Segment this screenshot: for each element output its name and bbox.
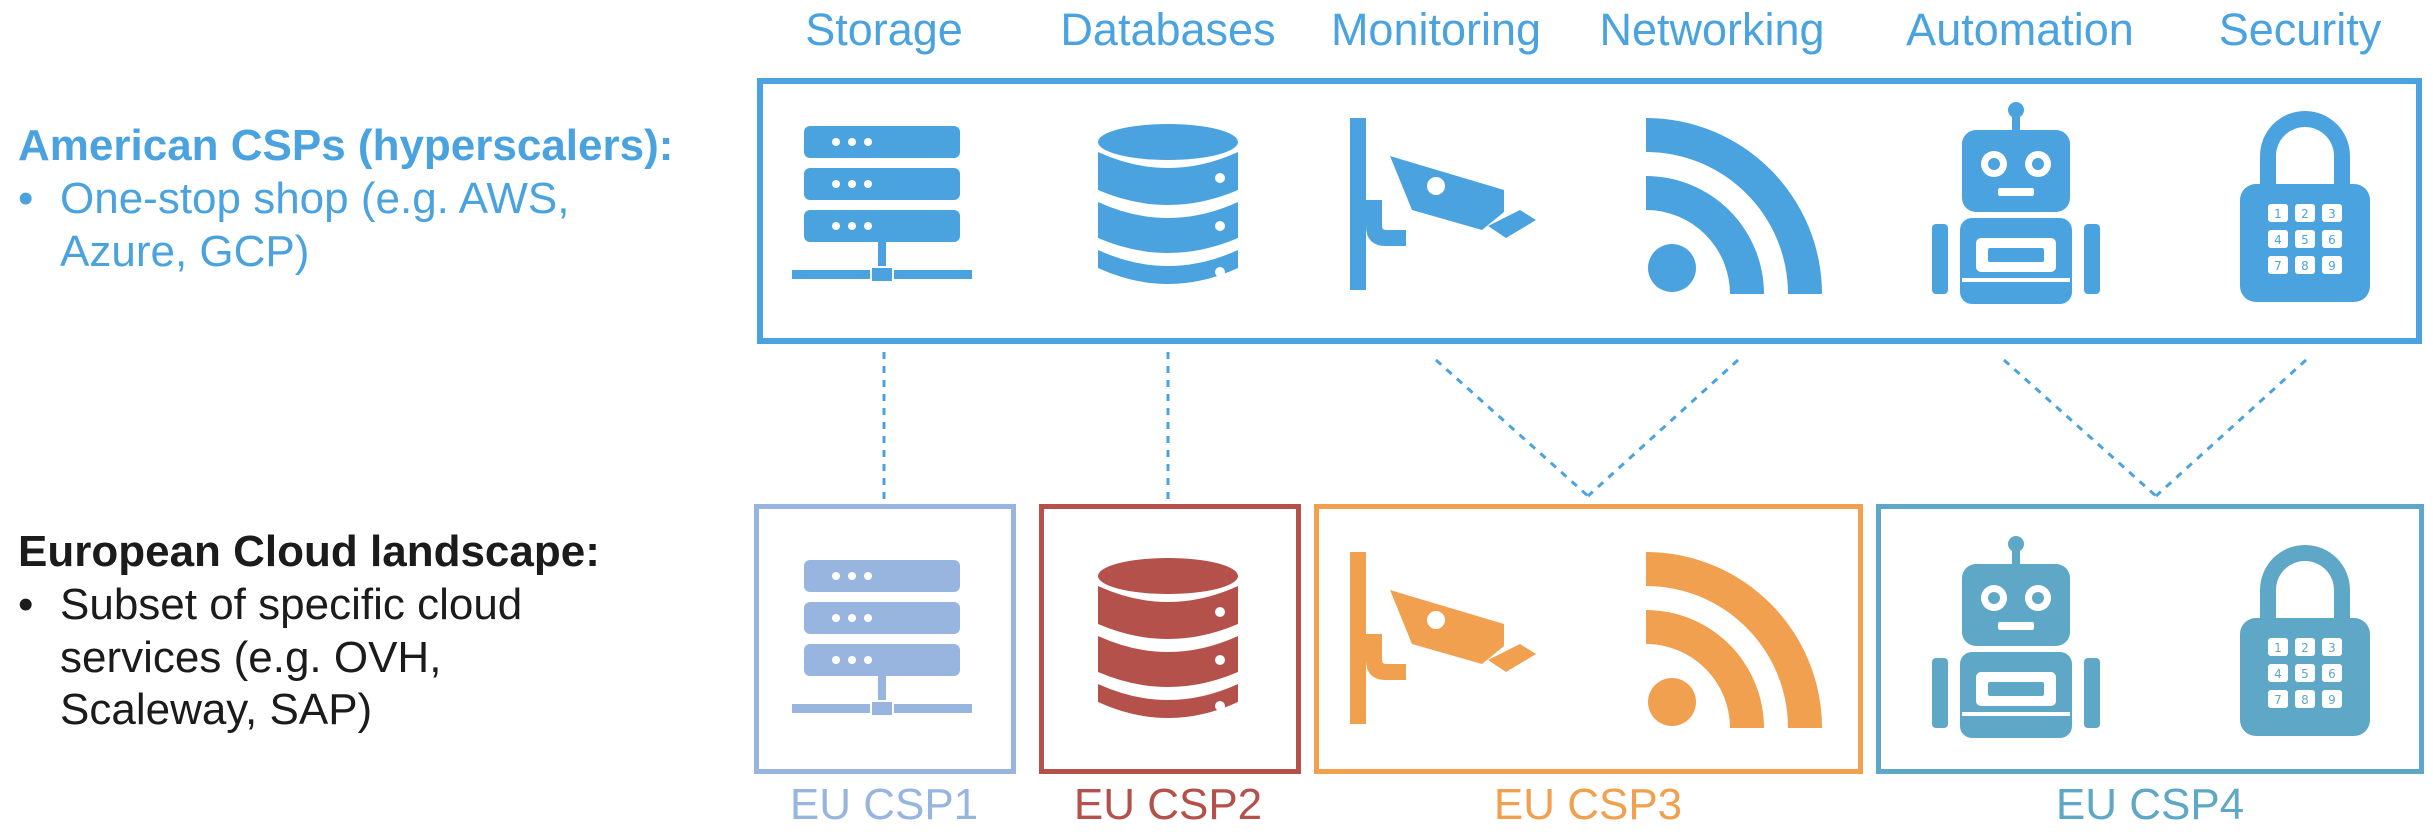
server-icon [792, 126, 972, 281]
eu-csp4-box [1876, 504, 2424, 774]
keypad-digit: 3 [2328, 207, 2336, 221]
european-bullet-line: Scaleway, SAP) [60, 685, 373, 735]
eu-csp4-label: EU CSP4 [2055, 780, 2245, 829]
keypad-digit: 5 [2301, 233, 2309, 247]
eu-csp2-box [1039, 504, 1301, 774]
database-icon [1098, 558, 1238, 718]
connector-monitoring [1434, 358, 1590, 498]
keypad-digit: 9 [2328, 259, 2336, 273]
category-monitoring: Monitoring [1330, 4, 1542, 55]
database-icon [1098, 124, 1238, 284]
eu-csp3-box [1314, 504, 1863, 774]
keypad-digit: 2 [2301, 641, 2309, 655]
keypad-digit: 4 [2274, 233, 2282, 247]
camera-icon [1350, 552, 1536, 724]
european-cloud-bullet: • Subset of specific cloud services (e.g… [18, 579, 738, 737]
keypad-digit: 5 [2301, 667, 2309, 681]
keypad-digit: 1 [2274, 641, 2282, 655]
connector-automation [2002, 358, 2158, 498]
camera-icon [1350, 118, 1536, 290]
keypad-digit: 8 [2301, 693, 2309, 707]
keypad-digit: 1 [2274, 207, 2282, 221]
lock-icon: 1 2 3 4 5 6 7 8 9 [2240, 545, 2370, 736]
keypad-digit: 9 [2328, 693, 2336, 707]
european-bullet-line: services (e.g. OVH, [60, 632, 442, 682]
category-security: Security [2218, 4, 2382, 55]
keypad-digit: 6 [2328, 233, 2336, 247]
keypad-digit: 2 [2301, 207, 2309, 221]
keypad-digit: 4 [2274, 667, 2282, 681]
category-networking: Networking [1599, 4, 1825, 55]
eu-csp1-box [754, 504, 1016, 774]
bullet-mark: • [18, 579, 34, 629]
keypad-digit: 6 [2328, 667, 2336, 681]
lock-icon: 1 2 3 4 5 6 7 8 9 [2240, 111, 2370, 302]
european-cloud-description: European Cloud landscape: • Subset of sp… [18, 526, 738, 737]
category-databases: Databases [1060, 4, 1276, 55]
category-storage: Storage [805, 4, 963, 55]
server-icon [792, 560, 972, 715]
wifi-icon [1646, 118, 1822, 294]
wifi-icon [1646, 552, 1822, 728]
eu-csp3-label: EU CSP3 [1493, 780, 1683, 829]
eu-csp2-label: EU CSP2 [1073, 780, 1263, 829]
keypad-digit: 7 [2274, 693, 2282, 707]
connector-networking [1586, 358, 1740, 498]
american-bullet-line: Azure, GCP) [60, 226, 310, 276]
category-automation: Automation [1906, 4, 2134, 55]
keypad-digit: 3 [2328, 641, 2336, 655]
european-cloud-heading: European Cloud landscape: [18, 527, 600, 576]
connector-security [2154, 358, 2308, 498]
robot-icon [1932, 102, 2100, 304]
robot-icon [1932, 536, 2100, 738]
american-csp-bullet: • One-stop shop (e.g. AWS, Azure, GCP) [18, 173, 738, 279]
american-csp-box [757, 78, 2422, 344]
keypad-digit: 8 [2301, 259, 2309, 273]
american-csp-description: American CSPs (hyperscalers): • One-stop… [18, 120, 738, 278]
american-csp-heading: American CSPs (hyperscalers): [18, 121, 674, 170]
eu-csp1-label: EU CSP1 [789, 780, 979, 829]
bullet-mark: • [18, 173, 34, 223]
european-bullet-line: Subset of specific cloud [60, 579, 523, 629]
american-bullet-line: One-stop shop (e.g. AWS, [60, 173, 570, 223]
keypad-digit: 7 [2274, 259, 2282, 273]
